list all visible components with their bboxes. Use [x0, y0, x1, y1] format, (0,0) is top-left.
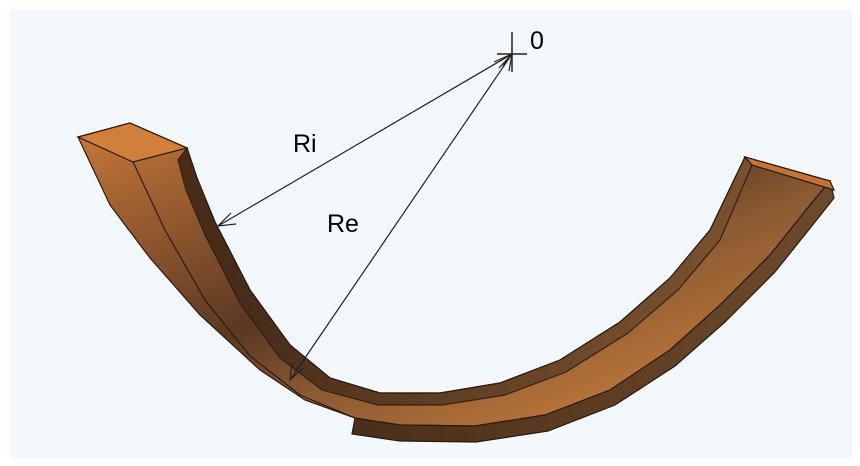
- beam-right-end-cap: [743, 155, 836, 191]
- center-label: 0: [530, 27, 544, 55]
- beam-left-end-cap: [76, 122, 189, 163]
- beam-top-edge-line: [132, 161, 356, 419]
- outer-radius-label: Re: [327, 210, 359, 238]
- outer-radius-arrowhead: [289, 361, 304, 382]
- inner-radius-line: [217, 53, 513, 227]
- inner-radius-arrowhead: [216, 212, 237, 227]
- center-cross-marker: [497, 32, 527, 72]
- outer-radius-line: [289, 53, 513, 381]
- beam-right-end-face: [351, 179, 835, 443]
- inner-radius-label: Ri: [293, 130, 317, 158]
